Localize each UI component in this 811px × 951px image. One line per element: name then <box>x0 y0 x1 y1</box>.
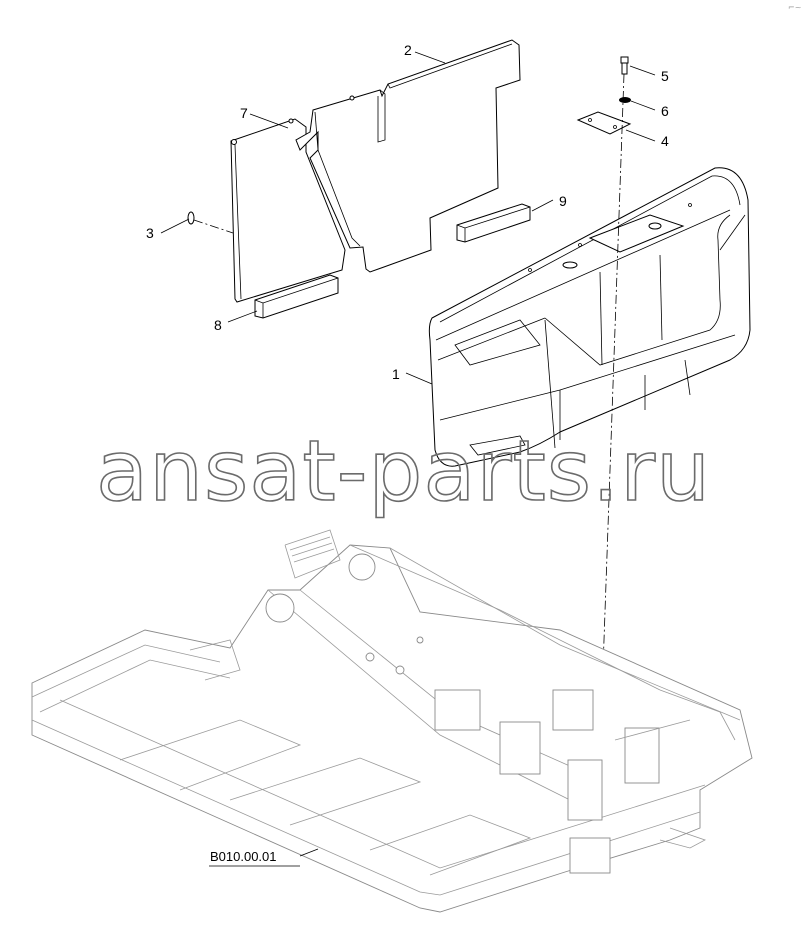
callout-1: 1 <box>392 366 400 382</box>
callout-6: 6 <box>661 103 669 119</box>
upper-frame-structure <box>31 529 753 913</box>
callout-9: 9 <box>559 193 567 209</box>
callout-labels: 1 2 3 4 5 6 7 8 9 <box>146 42 669 382</box>
part-9-foam-block <box>456 203 531 243</box>
part-3-clip <box>187 211 234 234</box>
part-5-bolt <box>620 56 629 75</box>
callout-7: 7 <box>240 105 248 121</box>
callout-2: 2 <box>404 42 412 58</box>
callout-8: 8 <box>214 317 222 333</box>
corner-mark: ⌐~ <box>788 3 801 12</box>
callout-5: 5 <box>661 68 669 84</box>
part-1-counterweight <box>428 167 751 467</box>
part-7-insulation-panel <box>230 118 346 303</box>
reference-code: B010.00.01 <box>210 849 277 864</box>
leader-lines <box>160 51 656 857</box>
callout-3: 3 <box>146 225 154 241</box>
callout-4: 4 <box>661 133 669 149</box>
watermark-text: ansat-parts.ru <box>96 422 711 520</box>
part-6-washer <box>619 97 631 103</box>
part-4-plate <box>576 111 632 135</box>
reference-callout: B010.00.01 <box>209 849 300 867</box>
part-2-insulation-panel <box>295 39 521 273</box>
part-8-foam-block <box>254 274 339 319</box>
